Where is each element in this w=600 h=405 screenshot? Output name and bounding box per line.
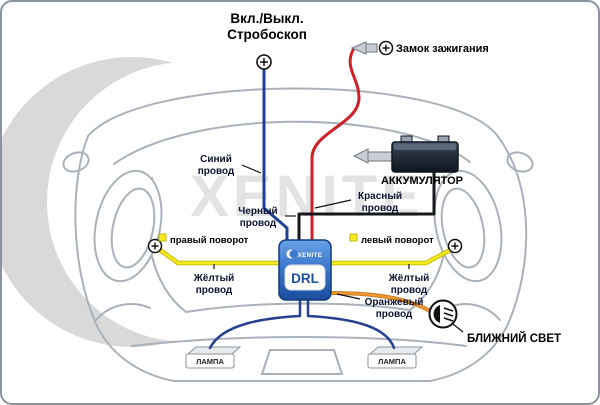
- yellow-wire-left: [158, 248, 281, 265]
- left-turn-label: левый поворот: [361, 235, 434, 246]
- battery-cable-lug-icon: [352, 148, 369, 164]
- lamp-right-top-face: [368, 346, 424, 355]
- drl-logo-crescent-cut: [289, 250, 298, 258]
- yellow-wire-right: [329, 248, 452, 265]
- ignition-spade-body: [365, 43, 378, 53]
- right-mirror: [506, 151, 534, 173]
- battery-label: АККУМУЛЯТОР: [381, 175, 463, 187]
- left-mirror: [62, 151, 90, 173]
- strobe-title-line2: Стробоскоп: [227, 27, 307, 42]
- right-headlight-inner: [440, 187, 486, 269]
- lamp-left-label: ЛАМПА: [196, 357, 224, 366]
- drl-logo-text: XENITE: [298, 253, 323, 259]
- lamp-wire-right: [306, 296, 396, 350]
- lamp-right-label: ЛАМПА: [378, 357, 406, 366]
- orange-wire: [329, 291, 432, 313]
- low-beam-label: БЛИЖНИЙ СВЕТ: [467, 332, 561, 345]
- black-wire-label-line2: провод: [240, 218, 277, 229]
- drl-module: XENITE DRL: [278, 239, 332, 301]
- text-labels: Вкл./Выкл. Стробоскоп Замок зажигания АК…: [170, 11, 561, 366]
- red-wire: [310, 48, 361, 244]
- blue-wire: [262, 68, 289, 244]
- red-wire-label-line2: провод: [362, 203, 399, 214]
- strobe-plus-sign: [260, 58, 268, 66]
- ignition-label: Замок зажигания: [396, 43, 489, 55]
- strobe-title-line1: Вкл./Выкл.: [230, 11, 303, 26]
- battery: [352, 135, 459, 173]
- orange-wire-label-line1: Оранжевый: [365, 297, 424, 308]
- left-turn-plus-sign: [451, 242, 459, 250]
- orange-label-pointer: [336, 293, 361, 300]
- xenite-watermark: XENITE: [2, 57, 424, 347]
- right-turn-label: правый поворот: [170, 235, 249, 246]
- drl-label-plate: [284, 264, 326, 291]
- low-beam-lens: [433, 305, 440, 323]
- battery-cable-lug-body: [367, 151, 393, 162]
- black-wire-label-line1: Черный: [238, 206, 277, 217]
- low-beam-label-pointer: [452, 323, 464, 333]
- yellow-left-label-line1: Жёлтый: [193, 273, 235, 284]
- watermark-text: XENITE: [190, 164, 424, 229]
- drl-label: DRL: [291, 271, 319, 286]
- yellow-right-label-line1: Жёлтый: [388, 273, 430, 284]
- yellow-right-label-line2: провод: [391, 285, 428, 296]
- terminals: [147, 40, 463, 329]
- black-wire: [297, 170, 436, 244]
- right-turn-yellow-tab: [158, 233, 167, 242]
- label-pointers: [213, 164, 464, 333]
- lamp-wire-left: [208, 296, 302, 350]
- red-wire-label-line1: Красный: [358, 191, 402, 202]
- lamp-left-top-face: [186, 346, 242, 355]
- bumper-mid-line: [131, 336, 467, 347]
- orange-wire-label-line2: провод: [376, 309, 413, 320]
- blue-wire-label-line2: провод: [198, 166, 235, 177]
- right-turn-plus-sign: [151, 242, 159, 250]
- wheel-arch-left: [95, 303, 151, 321]
- low-beam-rays: [443, 307, 454, 322]
- lamp-left-body: [185, 353, 235, 369]
- yellow-left-label-line2: провод: [196, 285, 233, 296]
- left-headlight-inner: [110, 187, 156, 269]
- car-body: [74, 87, 528, 382]
- wires: [157, 48, 453, 350]
- blue-label-pointer: [241, 164, 262, 174]
- red-label-pointer: [314, 199, 352, 209]
- drl-lamps: [185, 346, 424, 369]
- ignition-spade-connector-icon: [350, 41, 367, 55]
- battery-top-face: [394, 144, 456, 150]
- left-turn-yellow-tab: [349, 233, 358, 242]
- lamp-right-body: [367, 353, 417, 369]
- blue-wire-label-line1: Синий: [200, 154, 232, 165]
- ignition-plus-sign: [382, 44, 390, 52]
- grille-plate: [260, 349, 344, 375]
